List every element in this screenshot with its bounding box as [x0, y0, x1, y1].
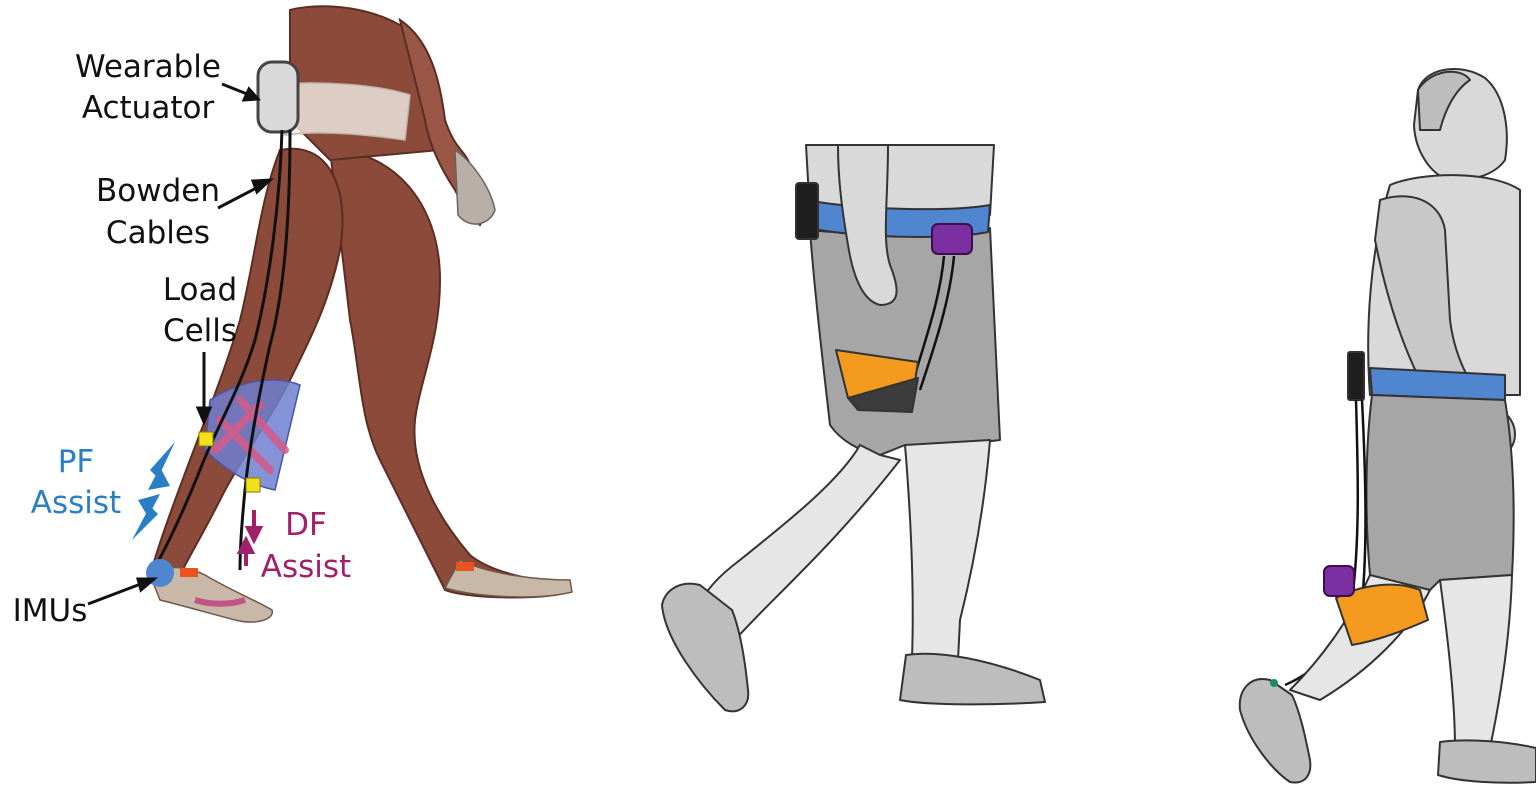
label-pf-assist-line2: Assist	[31, 485, 121, 521]
label-df-line1: DF	[285, 507, 327, 543]
label-df-assist-line2: Assist	[261, 549, 351, 585]
label-cells-line2: Cells	[163, 313, 237, 349]
walking-figure-full	[1240, 69, 1536, 783]
label-wearable-line1: Wearable	[75, 49, 221, 85]
label-cables-line2: Cables	[106, 215, 210, 251]
label-imus: IMUs	[13, 593, 88, 629]
label-load-line1: Load	[163, 272, 237, 308]
label-actuator-line2: Actuator	[82, 90, 215, 126]
label-pf-line1: PF	[58, 444, 95, 480]
label-bowden-line1: Bowden	[96, 173, 220, 209]
walking-figure-side	[662, 145, 1045, 711]
